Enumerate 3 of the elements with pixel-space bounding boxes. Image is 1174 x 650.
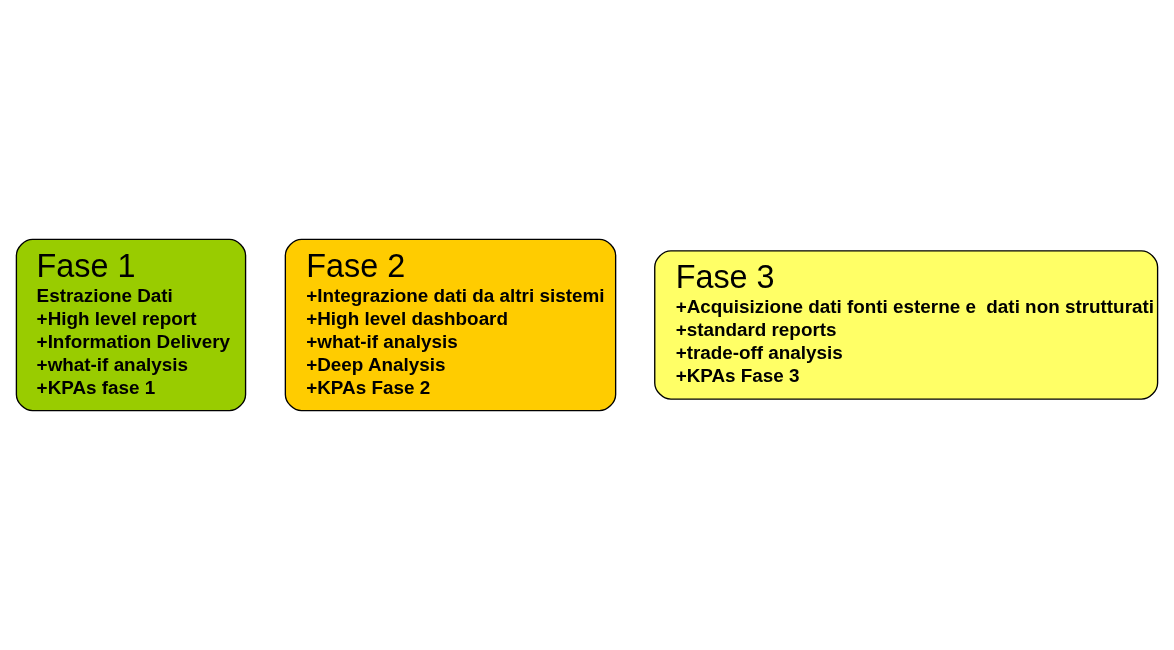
node-box: Fase 1 Estrazione Dati +High level report +Information Delivery +what-if analysis +KPAs fase 1 [15,238,247,412]
node-box: Fase 3 +Acquisizione dati fonti esterne e dati non strutturati +standard reports +trade-off analysis +KPAs Fase 3 [654,250,1159,400]
node-box: Fase 2 +Integrazione dati da altri sistemi +High level dashboard +what-if analysis +Deep Analysis +KPAs Fase 2 [284,238,617,412]
